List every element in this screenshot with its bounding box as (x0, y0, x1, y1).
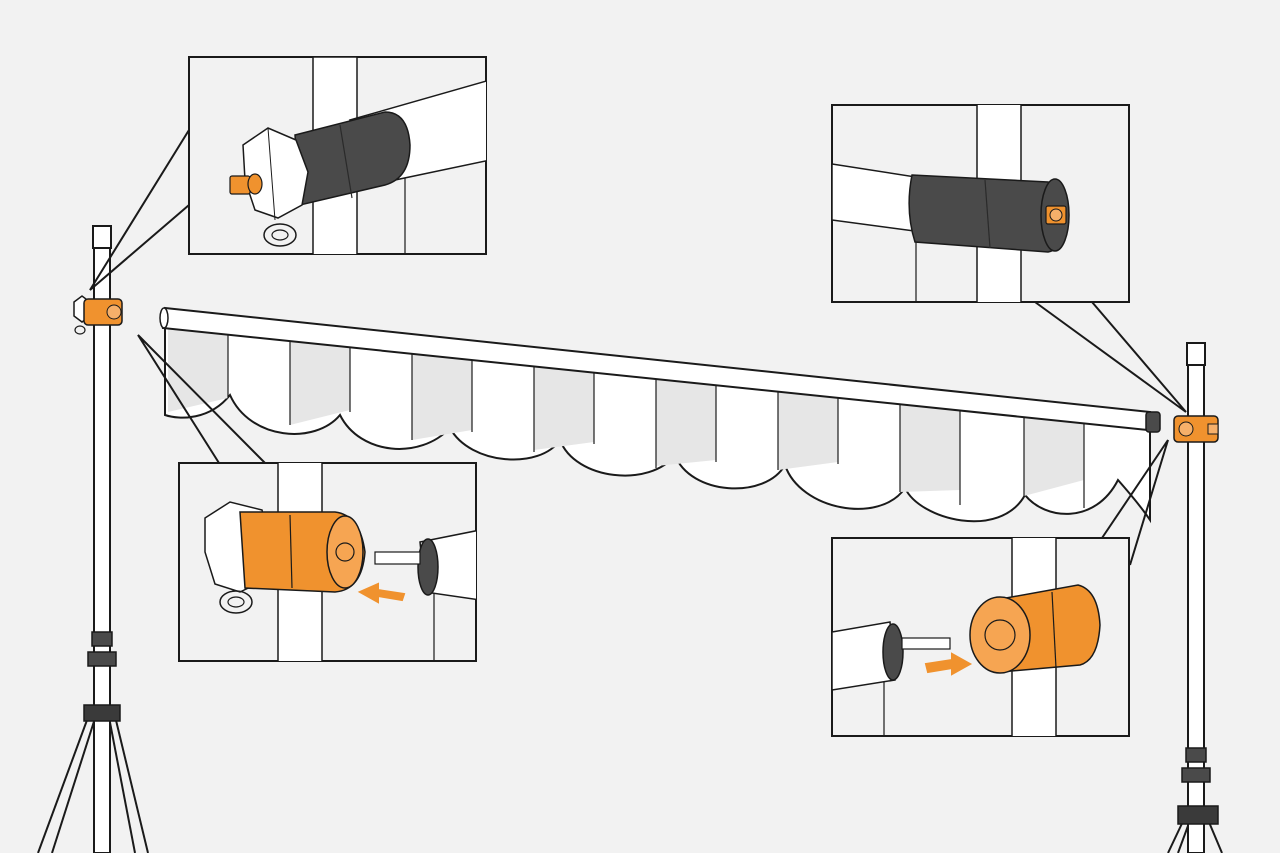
right-pole-band-1 (1185, 747, 1207, 763)
left-pole-cap (92, 225, 112, 249)
right-pole-clamp-2 (1177, 805, 1219, 825)
right-stand (1167, 342, 1223, 853)
roller-right-end-cap (1145, 411, 1161, 433)
awning-panel-seams (227, 332, 1085, 508)
left-pole-clamp-1 (87, 651, 117, 667)
left-pole-band-1 (91, 631, 113, 647)
roller-left-end (159, 307, 169, 329)
left-bracket (73, 295, 123, 335)
callout-leaders (89, 129, 1187, 566)
callout-middle-left (178, 462, 477, 662)
awning (159, 306, 1161, 524)
callout-top-left (188, 56, 487, 255)
insert-arrow-left (357, 582, 406, 604)
callout-top-right (831, 104, 1130, 303)
callout-bottom-right (831, 537, 1130, 737)
right-pole-cap (1186, 342, 1206, 366)
left-pole-clamp-2 (83, 704, 121, 722)
insert-arrow-right (924, 652, 973, 676)
right-bracket (1173, 415, 1219, 443)
right-pole-clamp-1 (1181, 767, 1211, 783)
left-tripod-legs (37, 711, 149, 853)
awning-shaded-panels (168, 326, 1084, 496)
left-stand (37, 225, 149, 853)
